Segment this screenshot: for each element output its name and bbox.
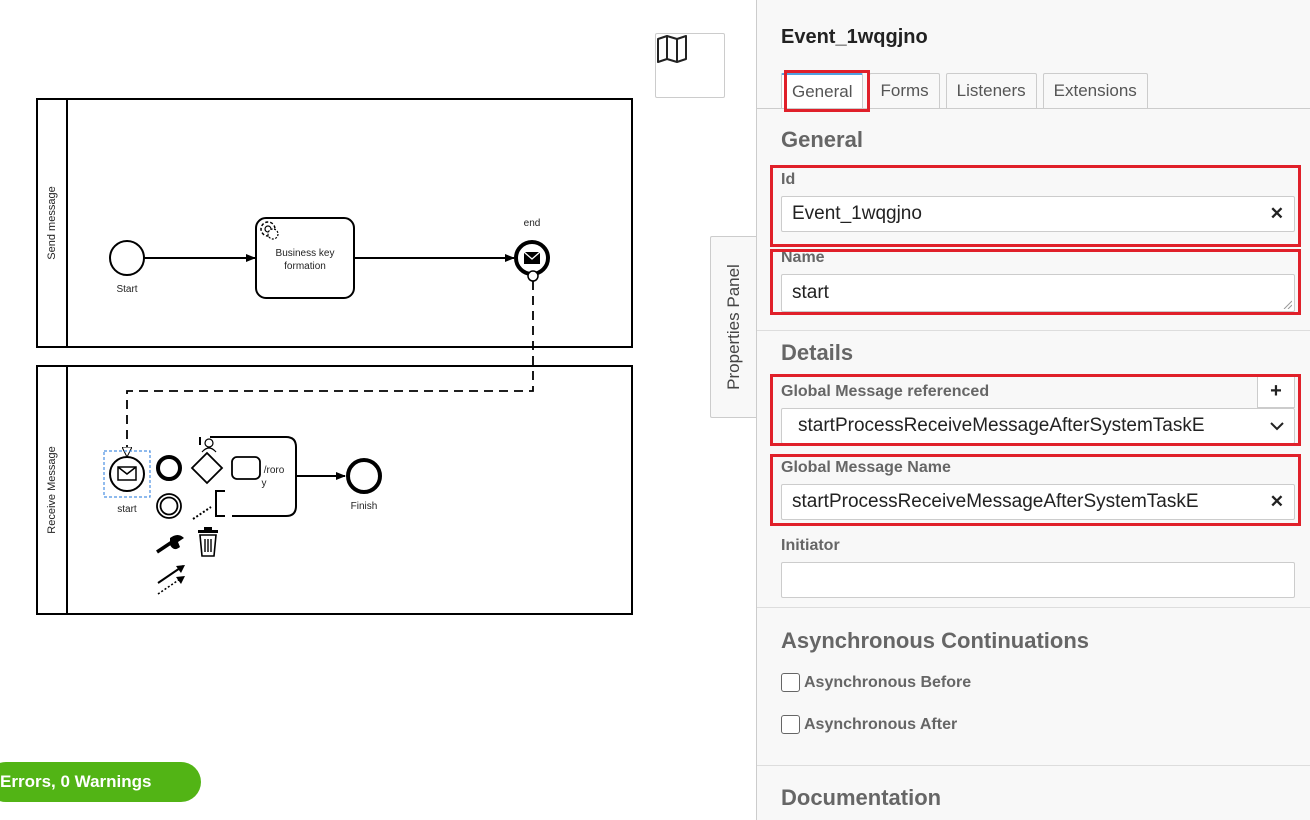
service-task[interactable]: Business key formation <box>255 217 355 299</box>
selection-outline <box>103 450 151 498</box>
section-separator <box>757 607 1310 608</box>
clear-id-icon[interactable]: ✕ <box>1263 204 1284 224</box>
clear-message-name-icon[interactable]: ✕ <box>1263 492 1284 512</box>
initiator-input[interactable] <box>781 562 1295 598</box>
add-global-message-button[interactable]: + <box>1257 374 1295 408</box>
section-separator <box>757 330 1310 331</box>
gateway-icon[interactable] <box>190 451 224 485</box>
text-annotation-icon[interactable] <box>215 490 225 517</box>
global-message-name-input[interactable]: startProcessReceiveMessageAfterSystemTas… <box>781 484 1295 520</box>
context-pad[interactable] <box>156 451 261 595</box>
tab-bar: General Forms Listeners Extensions <box>781 73 1154 109</box>
details-section-title: Details <box>781 340 854 365</box>
envelope-outline-icon <box>117 466 137 481</box>
async-after-row[interactable]: Asynchronous After <box>781 715 957 734</box>
task-label-line2: formation <box>284 261 326 272</box>
connect-icon[interactable] <box>157 565 185 595</box>
pool-receive-message[interactable]: Receive Message <box>36 365 633 615</box>
global-message-name-value: startProcessReceiveMessageAfterSystemTas… <box>792 491 1199 512</box>
name-label: Name <box>781 249 825 266</box>
diagram-svg[interactable]: Send message Receive Message Start Busin… <box>0 0 756 820</box>
global-message-select-value: startProcessReceiveMessageAfterSystemTas… <box>798 415 1205 436</box>
gear-icon <box>260 221 279 240</box>
properties-panel-toggle[interactable]: Properties Panel <box>710 236 756 418</box>
message-flow[interactable] <box>127 281 534 456</box>
global-message-name-label: Global Message Name <box>781 459 951 476</box>
general-section-title: General <box>781 127 863 152</box>
section-separator <box>757 765 1310 766</box>
async-before-checkbox[interactable] <box>781 673 800 692</box>
async-before-label: Asynchronous Before <box>804 673 972 691</box>
user-task-label-line1: /roro <box>264 465 285 476</box>
documentation-section-title: Documentation <box>781 785 942 810</box>
name-textarea[interactable]: start <box>781 274 1295 312</box>
id-input[interactable]: Event_1wqgjno ✕ <box>781 196 1295 232</box>
user-task-label-line2: y <box>262 478 267 489</box>
tab-general[interactable]: General <box>781 73 864 109</box>
resize-grip-icon[interactable] <box>1282 299 1292 309</box>
lint-status-text: Errors, 0 Warnings <box>0 772 152 791</box>
tab-extensions[interactable]: Extensions <box>1042 73 1148 108</box>
initiator-label: Initiator <box>781 537 840 554</box>
properties-panel-toggle-label: Properties Panel <box>723 264 743 390</box>
minimap-toggle-button[interactable] <box>655 33 725 98</box>
start-event-label: Start <box>116 284 137 295</box>
end-event-label: end <box>524 218 541 229</box>
task-icon[interactable] <box>231 456 261 480</box>
chevron-down-icon <box>1270 422 1284 431</box>
message-start-event[interactable]: start <box>103 450 151 515</box>
bpmn-canvas[interactable]: Send message Receive Message Start Busin… <box>0 0 756 820</box>
panel-title: Event_1wqgjno <box>781 26 928 48</box>
start2-event-label: start <box>117 504 137 515</box>
lint-status-badge[interactable]: Errors, 0 Warnings <box>0 762 201 802</box>
id-value: Event_1wqgjno <box>792 203 922 224</box>
tab-divider <box>757 108 1310 109</box>
lane-label-receive: Receive Message <box>46 446 58 533</box>
finish-end-event[interactable]: Finish <box>346 458 382 512</box>
envelope-icon <box>523 251 541 264</box>
trash-icon[interactable] <box>198 527 218 557</box>
end-message-event[interactable]: end <box>514 218 550 276</box>
finish-label: Finish <box>351 501 378 512</box>
task-label-line1: Business key <box>276 248 335 259</box>
name-value: start <box>792 282 829 303</box>
async-after-checkbox[interactable] <box>781 715 800 734</box>
global-message-referenced-label: Global Message referenced <box>781 383 990 400</box>
user-icon <box>201 438 217 453</box>
async-after-label: Asynchronous After <box>804 715 958 733</box>
tab-listeners[interactable]: Listeners <box>945 73 1037 108</box>
global-message-select[interactable]: startProcessReceiveMessageAfterSystemTas… <box>781 408 1295 444</box>
properties-panel: Event_1wqgjno General Forms Listeners Ex… <box>756 0 1310 820</box>
wrench-icon[interactable] <box>156 535 184 554</box>
async-section-title: Asynchronous Continuations <box>781 628 1089 653</box>
tab-forms[interactable]: Forms <box>869 73 940 108</box>
map-icon <box>657 35 687 63</box>
message-flow-origin <box>527 270 539 282</box>
intermediate-event-icon[interactable] <box>156 493 182 519</box>
lane-label-send: Send message <box>46 186 58 259</box>
id-label: Id <box>781 171 796 188</box>
async-before-row[interactable]: Asynchronous Before <box>781 673 971 692</box>
end-event-icon[interactable] <box>156 455 182 481</box>
